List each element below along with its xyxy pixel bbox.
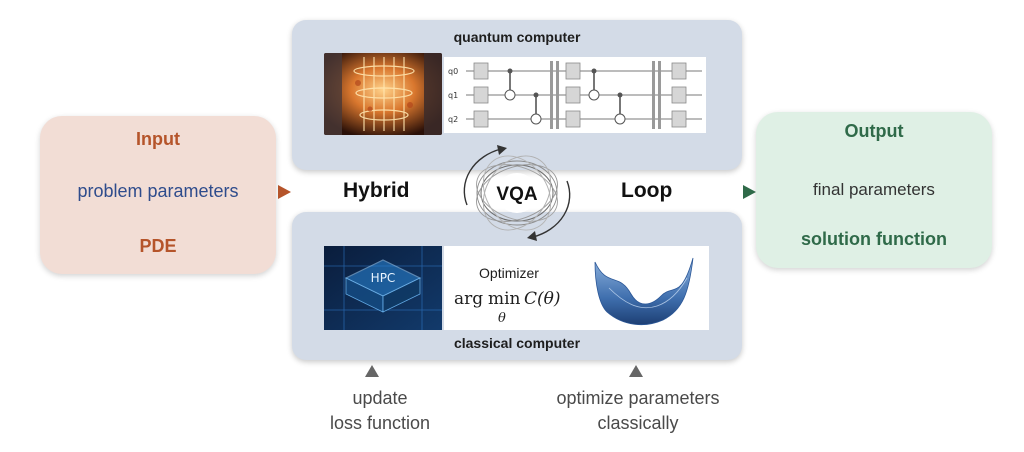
argmin-formula: arg min θ C(θ): [454, 289, 561, 326]
vqa-label: VQA: [496, 184, 537, 205]
output-arrow-icon: [743, 185, 756, 199]
input-box: Input problem parameters PDE: [40, 116, 276, 274]
caption-line: update: [352, 388, 408, 408]
output-final-parameters: final parameters: [813, 180, 935, 199]
quantum-computer-label: quantum computer: [453, 29, 581, 45]
quantum-chandelier-image: [324, 53, 442, 135]
hybrid-label: Hybrid: [343, 179, 410, 202]
cycle-arrow-icon: [532, 180, 571, 238]
output-box: Output final parameters solution functio…: [756, 112, 992, 268]
qubit-label: q2: [448, 115, 458, 124]
output-title: Output: [844, 121, 904, 141]
update-pointer-icon: [365, 365, 379, 377]
quantum-circuit-diagram: q0 q1 q2: [444, 57, 706, 133]
arrowhead-icon: [527, 231, 537, 241]
quantum-computer-panel: quantum computer: [292, 20, 742, 170]
input-title: Input: [136, 129, 180, 149]
caption-line: classically: [597, 413, 679, 433]
formula-operator: min: [488, 289, 521, 309]
caption-line: optimize parameters: [556, 388, 720, 408]
qubit-label: q1: [448, 91, 458, 100]
hpc-label: HPC: [371, 271, 396, 285]
loss-landscape-image: [594, 257, 694, 326]
input-pde: PDE: [139, 236, 177, 256]
classical-computer-label: classical computer: [453, 335, 581, 351]
arrowhead-icon: [497, 145, 507, 155]
formula-cost-function: C(θ): [524, 289, 561, 309]
hpc-chip-image: HPC: [324, 246, 442, 330]
optimize-pointer-icon: [629, 365, 643, 377]
output-solution-function: solution function: [801, 229, 947, 249]
vqa-cycle: VQA: [463, 145, 571, 241]
qubit-label: q0: [448, 67, 458, 76]
formula-subscript: θ: [498, 311, 506, 326]
optimizer-box: Optimizer arg min θ C(θ): [444, 246, 709, 330]
input-arrow-icon: [278, 185, 291, 199]
classical-computer-panel: HPC Optimizer arg min θ C(θ) classical c…: [292, 212, 742, 360]
update-loss-caption: update loss function: [310, 386, 450, 436]
formula-prefix: arg: [454, 289, 483, 309]
caption-line: loss function: [329, 413, 431, 433]
optimize-parameters-caption: optimize parameters classically: [528, 386, 748, 436]
input-problem-parameters: problem parameters: [77, 181, 239, 201]
loop-label: Loop: [621, 179, 673, 202]
cycle-arrow-icon: [463, 148, 502, 206]
optimizer-label: Optimizer: [479, 265, 539, 281]
